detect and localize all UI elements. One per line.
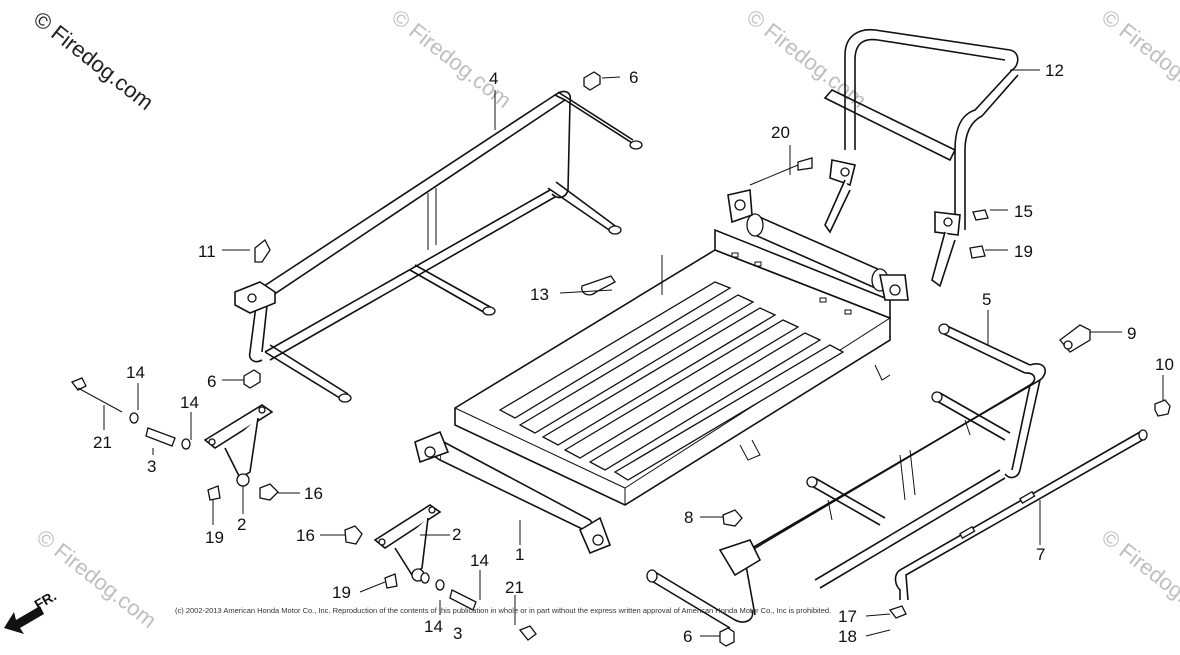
callout-6-left: 6 <box>207 372 216 391</box>
callout-16-mid: 16 <box>296 526 315 545</box>
leader-lines <box>103 69 1164 637</box>
rod <box>894 429 1148 601</box>
callout-3-bottom: 3 <box>453 624 462 643</box>
callout-8: 8 <box>684 508 693 527</box>
callout-5: 5 <box>982 290 991 309</box>
callout-12: 12 <box>1045 61 1064 80</box>
callout-11: 11 <box>198 242 216 261</box>
watermark-bottom-left: © Firedog.com <box>32 524 161 633</box>
callout-14-a: 14 <box>126 363 145 382</box>
callout-19-right: 19 <box>1014 242 1033 261</box>
callouts: 4 6 12 20 15 19 11 13 5 9 10 6 14 14 21 … <box>93 61 1174 646</box>
callout-7: 7 <box>1036 545 1045 564</box>
callout-19-bottom: 19 <box>332 583 351 602</box>
callout-14-b: 14 <box>180 393 199 412</box>
callout-6-top: 6 <box>629 68 638 87</box>
callout-18: 18 <box>838 627 857 646</box>
callout-19-left: 19 <box>205 528 224 547</box>
callout-15: 15 <box>1014 202 1033 221</box>
hardware <box>70 71 1171 647</box>
callout-21-bottom: 21 <box>505 578 524 597</box>
callout-1: 1 <box>515 545 524 564</box>
watermark-main: © Firedog.com <box>29 6 158 115</box>
callout-2-left: 2 <box>237 515 246 534</box>
rack-guard <box>823 28 1019 288</box>
watermark-far-right: © Firedog.com <box>1097 4 1180 113</box>
callout-10: 10 <box>1155 355 1174 374</box>
callout-14-d: 14 <box>424 617 443 636</box>
callout-16-left: 16 <box>304 484 323 503</box>
front-direction-indicator: FR. <box>4 587 59 634</box>
rack-frame-left <box>234 90 643 403</box>
watermark-top-center: © Firedog.com <box>387 4 516 113</box>
callout-20: 20 <box>771 123 790 142</box>
callout-3-left: 3 <box>147 457 156 476</box>
bracket-right <box>373 504 442 582</box>
bracket-left <box>203 404 274 487</box>
callout-13: 13 <box>530 285 549 304</box>
callout-17: 17 <box>838 607 857 626</box>
watermark-bottom-right: © Firedog.com <box>1097 524 1180 633</box>
callout-2-mid: 2 <box>452 525 461 544</box>
copyright-notice: (c) 2002-2013 American Honda Motor Co., … <box>175 606 831 615</box>
rack-frame-right <box>646 323 1046 629</box>
front-arrow-icon <box>4 606 44 634</box>
watermark-top-right: © Firedog.com <box>742 4 871 113</box>
callout-9: 9 <box>1127 324 1136 343</box>
cargo-bed <box>414 189 909 555</box>
callout-14-c: 14 <box>470 551 489 570</box>
callout-4: 4 <box>489 69 498 88</box>
callout-6-bottom: 6 <box>683 627 692 646</box>
callout-21-left: 21 <box>93 433 112 452</box>
